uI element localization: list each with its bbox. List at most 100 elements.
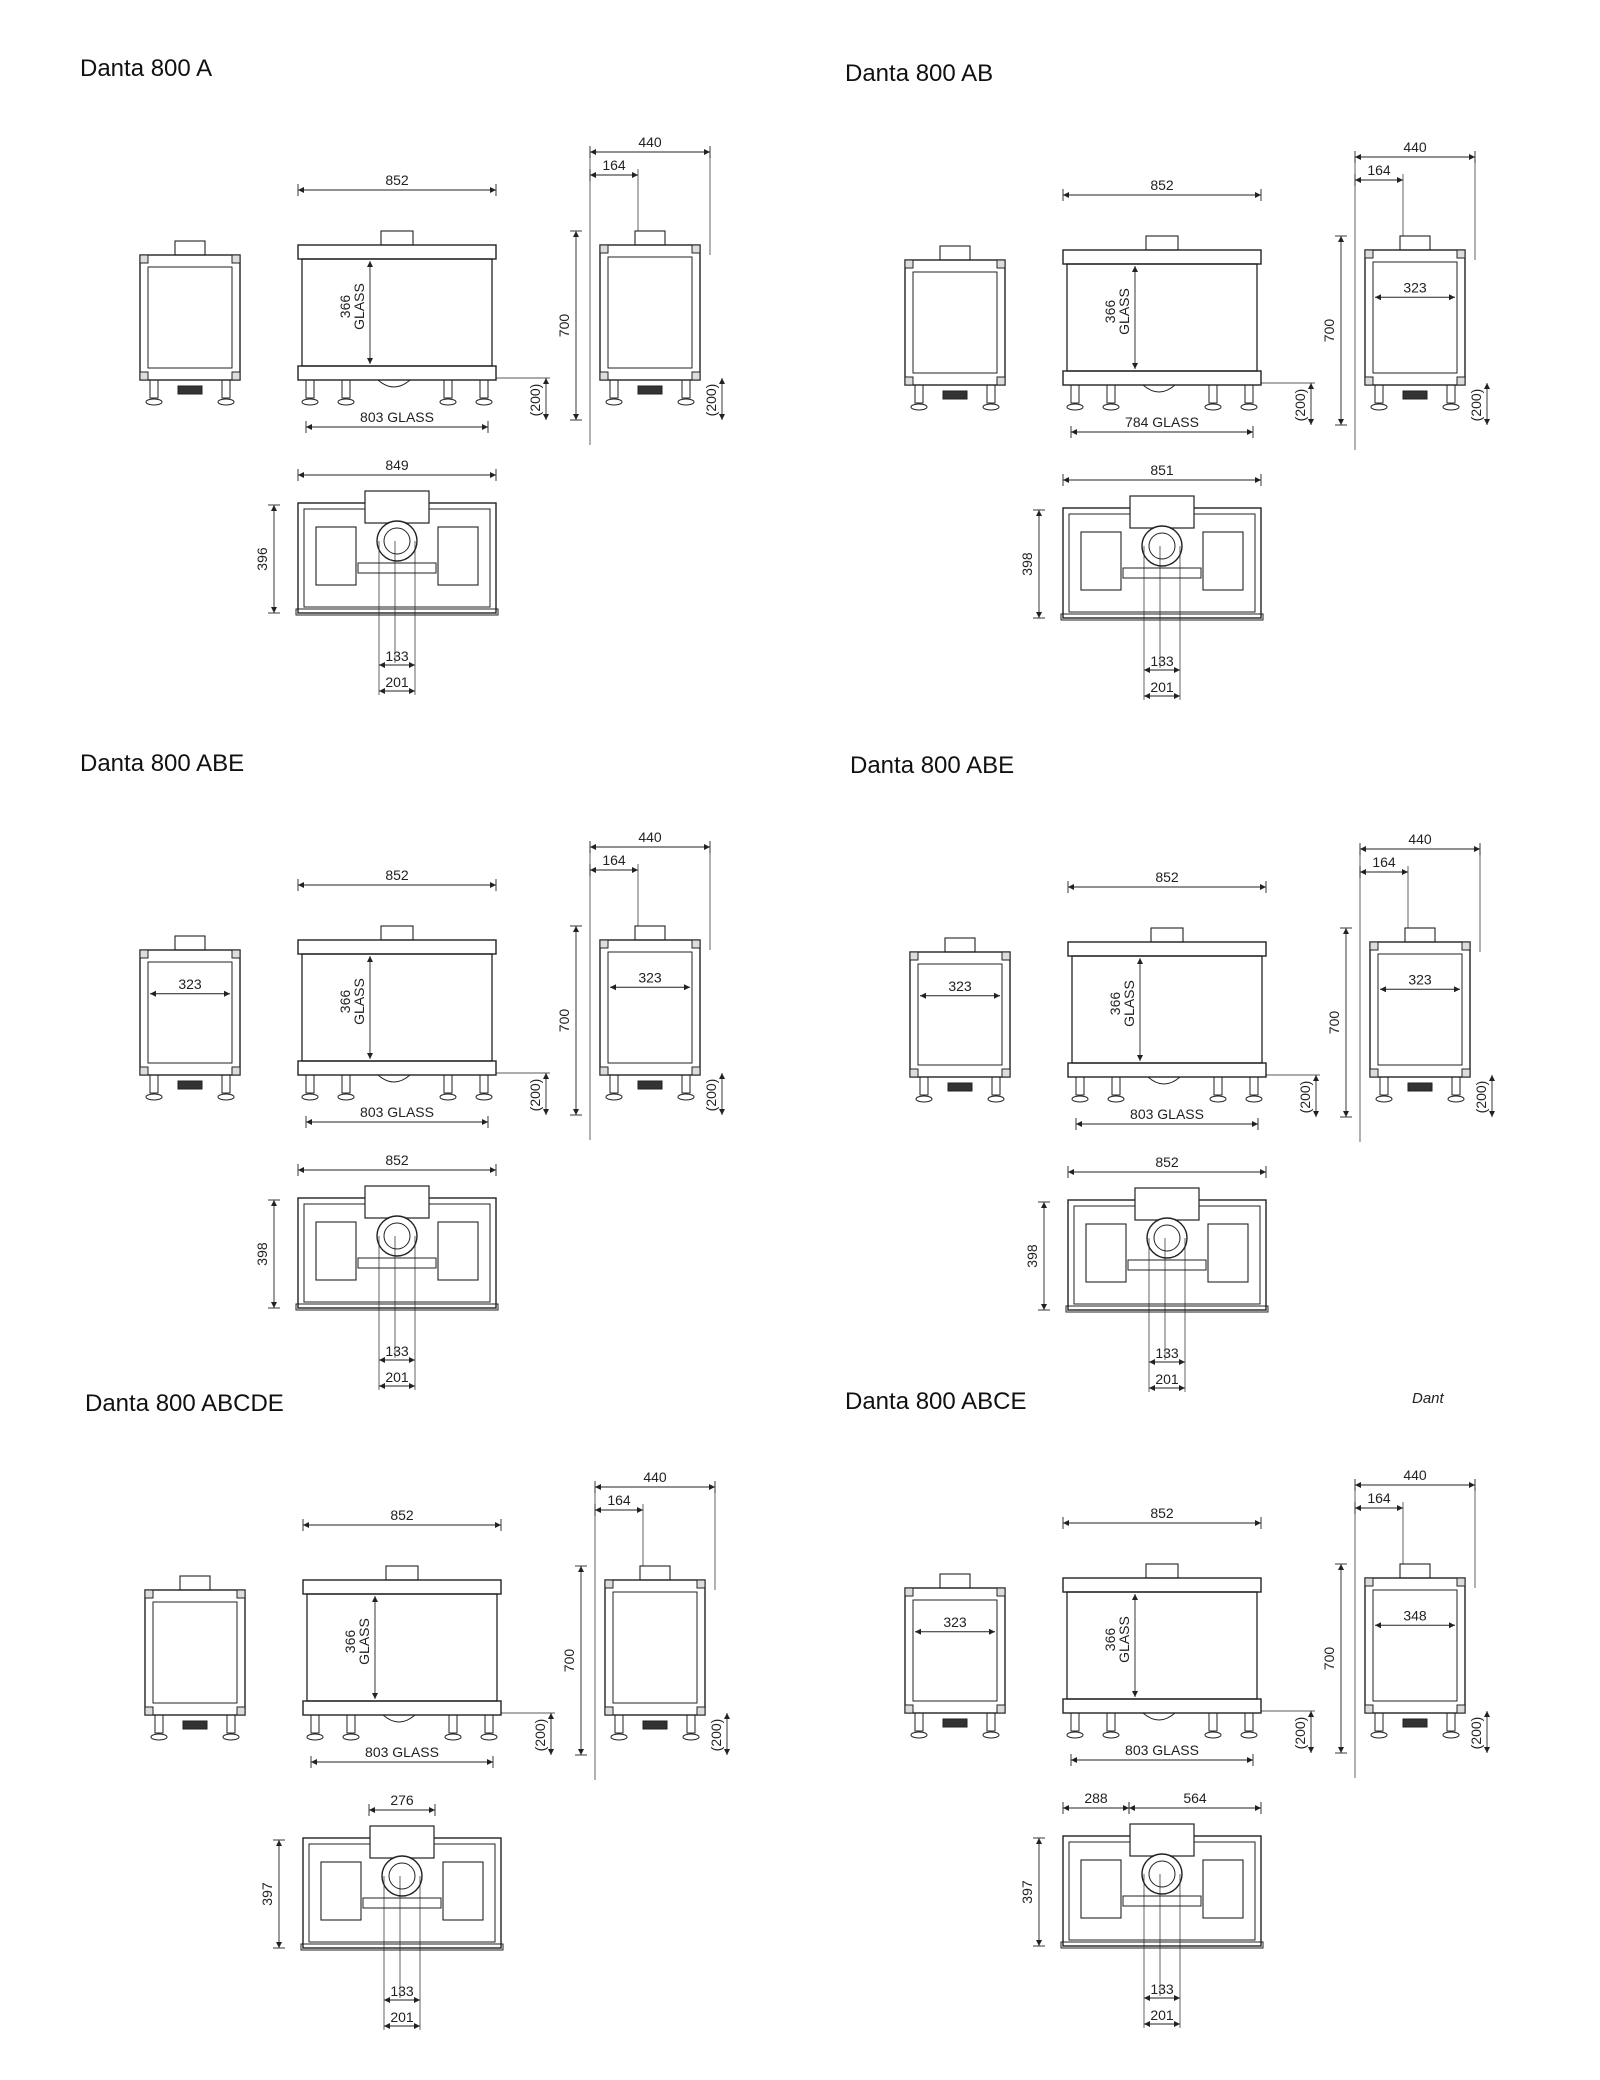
- inner-width-label: 323: [948, 978, 972, 994]
- leg: [221, 379, 231, 399]
- side-offset-label: 164: [1367, 1490, 1391, 1506]
- burner-tray-left: [1080, 531, 1122, 591]
- top-frame: [297, 939, 497, 955]
- flue-circle: [381, 1855, 423, 1897]
- arrowhead: [1360, 869, 1366, 875]
- flue-inner-circle: [1148, 1860, 1176, 1888]
- arrowhead: [271, 1200, 277, 1206]
- side-panel: [607, 951, 693, 1064]
- bracket: [904, 1704, 914, 1714]
- flue-circle: [376, 1215, 418, 1257]
- arrowhead: [1489, 1075, 1495, 1081]
- leg-foot: [915, 1095, 933, 1103]
- arrowhead: [1308, 1711, 1314, 1717]
- leg: [686, 1714, 696, 1734]
- leg: [305, 379, 315, 399]
- side-panel: [152, 1601, 238, 1704]
- arrowhead: [384, 1997, 390, 2003]
- side-depth-label: 440: [643, 1469, 667, 1485]
- bracket: [599, 371, 609, 381]
- front-width-label: 852: [1150, 177, 1174, 193]
- flue-outer-label: 201: [1155, 1371, 1179, 1387]
- burner-bar: [362, 1897, 442, 1909]
- leg-foot: [677, 398, 695, 406]
- flue-outer-label: 201: [1150, 679, 1174, 695]
- arrowhead: [1132, 363, 1138, 369]
- flue-inner-label: 133: [385, 1343, 409, 1359]
- flue-collar: [639, 1565, 671, 1581]
- leg: [149, 1074, 159, 1094]
- flue-collar: [944, 937, 976, 953]
- leg-foot: [337, 398, 355, 406]
- valve-block: [642, 1720, 668, 1730]
- bracket: [231, 254, 241, 264]
- leg: [1379, 1076, 1389, 1096]
- leg: [609, 379, 619, 399]
- arrowhead: [414, 1997, 420, 2003]
- side-body: [904, 259, 1006, 386]
- leg: [681, 379, 691, 399]
- leg-foot: [301, 1093, 319, 1101]
- burner-tray-left: [1085, 1223, 1127, 1283]
- leg: [310, 1714, 320, 1734]
- panel-title: Danta 800 A: [80, 55, 213, 82]
- leg-foot: [1204, 1731, 1222, 1739]
- top-frame: [1067, 941, 1267, 957]
- arrowhead: [1397, 177, 1403, 183]
- arrowhead: [1484, 1711, 1490, 1717]
- leg-foot: [145, 398, 163, 406]
- panel-title: Danta 800 ABE: [850, 752, 1015, 779]
- leg: [1208, 384, 1218, 404]
- leg: [1213, 1076, 1223, 1096]
- arrowhead: [1068, 1169, 1074, 1175]
- top-depth-label: 398: [1024, 1244, 1040, 1268]
- flue-inner-label: 133: [390, 1983, 414, 1999]
- arrowhead: [1355, 1505, 1361, 1511]
- flue-collar: [634, 925, 666, 941]
- leg: [1244, 1712, 1254, 1732]
- glass-height-label: 366: [1102, 300, 1118, 324]
- side-body: [604, 1579, 706, 1716]
- arrowhead: [1071, 429, 1077, 435]
- leg-foot: [1102, 1731, 1120, 1739]
- arrowhead: [379, 1357, 385, 1363]
- arrowhead: [429, 1807, 435, 1813]
- arrowhead: [1247, 429, 1253, 435]
- flue-inner-label: 133: [385, 648, 409, 664]
- flue-circle: [1141, 1853, 1183, 1895]
- arrowhead: [1144, 1995, 1150, 2001]
- arrowhead: [495, 1522, 501, 1528]
- arrowhead: [543, 414, 549, 420]
- arrowhead: [1355, 177, 1361, 183]
- arrowhead: [1338, 1747, 1344, 1753]
- bracket: [996, 1587, 1006, 1597]
- arrowhead: [1355, 1482, 1361, 1488]
- side-body: [1364, 1577, 1466, 1714]
- leg: [1374, 1712, 1384, 1732]
- arrowhead: [379, 688, 385, 694]
- bracket: [1461, 1068, 1471, 1078]
- leg-foot: [217, 398, 235, 406]
- leg-foot: [1204, 403, 1222, 411]
- leg: [154, 1714, 164, 1734]
- leg: [341, 1074, 351, 1094]
- inner-width-label: 323: [1403, 279, 1427, 295]
- valve-block: [177, 1080, 203, 1090]
- arrowhead: [1068, 884, 1074, 890]
- leg-foot: [682, 1733, 700, 1741]
- arrowhead: [1255, 1805, 1261, 1811]
- flue-housing: [369, 1825, 435, 1859]
- front-lip: [295, 608, 499, 616]
- side-height-label: 700: [556, 1009, 572, 1033]
- leg-height-label: (200): [1292, 389, 1308, 422]
- top-depth-label: 398: [1019, 552, 1035, 576]
- arrowhead: [409, 1383, 415, 1389]
- inner-width-label: 323: [1408, 971, 1432, 987]
- side-body: [1364, 249, 1466, 386]
- bracket: [1369, 1068, 1379, 1078]
- leg-foot: [910, 403, 928, 411]
- bracket: [1001, 1068, 1011, 1078]
- glass-height-label: 366: [1107, 992, 1123, 1016]
